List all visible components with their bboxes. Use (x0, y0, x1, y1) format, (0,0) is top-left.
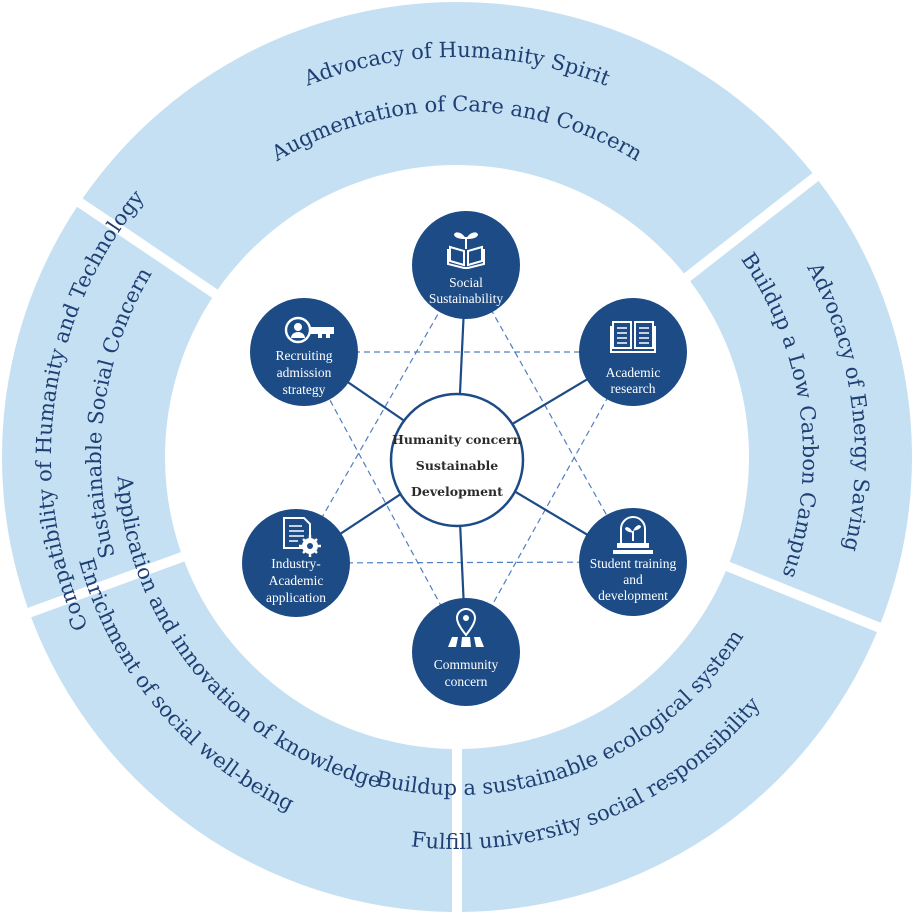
dashed-line (465, 264, 634, 563)
node-label-line-1: Community (434, 657, 499, 672)
center-circle (389, 392, 525, 528)
node-label-line-3: development (598, 588, 668, 603)
node-label-line-2: Sustainability (429, 291, 504, 306)
seedling-dome-icon (613, 516, 653, 554)
node-social-sustainability: Social Sustainability (412, 211, 520, 319)
node-academic-research: Academic research (579, 298, 687, 406)
dashed-connections (295, 264, 634, 653)
node-label-line-1: Industry- (271, 556, 321, 571)
node-label-line-1: Student training (590, 556, 677, 571)
node-label-line-2: research (611, 381, 656, 396)
node-community-concern: Community concern (412, 598, 520, 706)
node-label-line-3: strategy (283, 382, 326, 397)
node-label-line-1: Recruiting (276, 348, 333, 363)
segment-left (2, 206, 213, 608)
dashed-line (295, 264, 467, 564)
node-label-line-1: Academic (606, 365, 661, 380)
segment-bottom-left (31, 561, 453, 912)
node-industry-academic: Industry- Academic application (242, 509, 350, 617)
node-circle (250, 298, 358, 406)
node-student-training: Student training and development (579, 508, 687, 616)
dashed-line (303, 351, 467, 653)
node-circle (412, 211, 520, 319)
open-book-icon (610, 321, 656, 353)
book-sprout-icon (447, 232, 485, 269)
node-recruiting-strategy: Recruiting admission strategy (250, 298, 358, 406)
segment-bottom-right (461, 571, 877, 912)
map-pin-icon (448, 608, 484, 647)
node-label-line-2: admission (277, 365, 332, 380)
segment-right (690, 180, 913, 623)
person-key-icon (284, 316, 334, 344)
node-circle (412, 598, 520, 706)
dashed-line (465, 351, 634, 653)
center-line-2: Sustainable (416, 458, 498, 473)
node-label-line-2: and (623, 572, 643, 587)
node-label-line-1: Social (449, 275, 483, 290)
node-circle (242, 509, 350, 617)
node-circle (579, 508, 687, 616)
node-label-line-3: application (266, 590, 326, 605)
dashed-line (295, 561, 634, 564)
document-gear-icon (283, 517, 321, 557)
center-line-3: Development (411, 484, 503, 499)
node-label-line-2: Academic (269, 573, 324, 588)
segment-top (82, 1, 813, 290)
node-label-line-2: concern (445, 674, 488, 689)
center-line-1: Humanity concern (392, 432, 522, 447)
center-hub: Humanity concern Sustainable Development (389, 392, 525, 528)
